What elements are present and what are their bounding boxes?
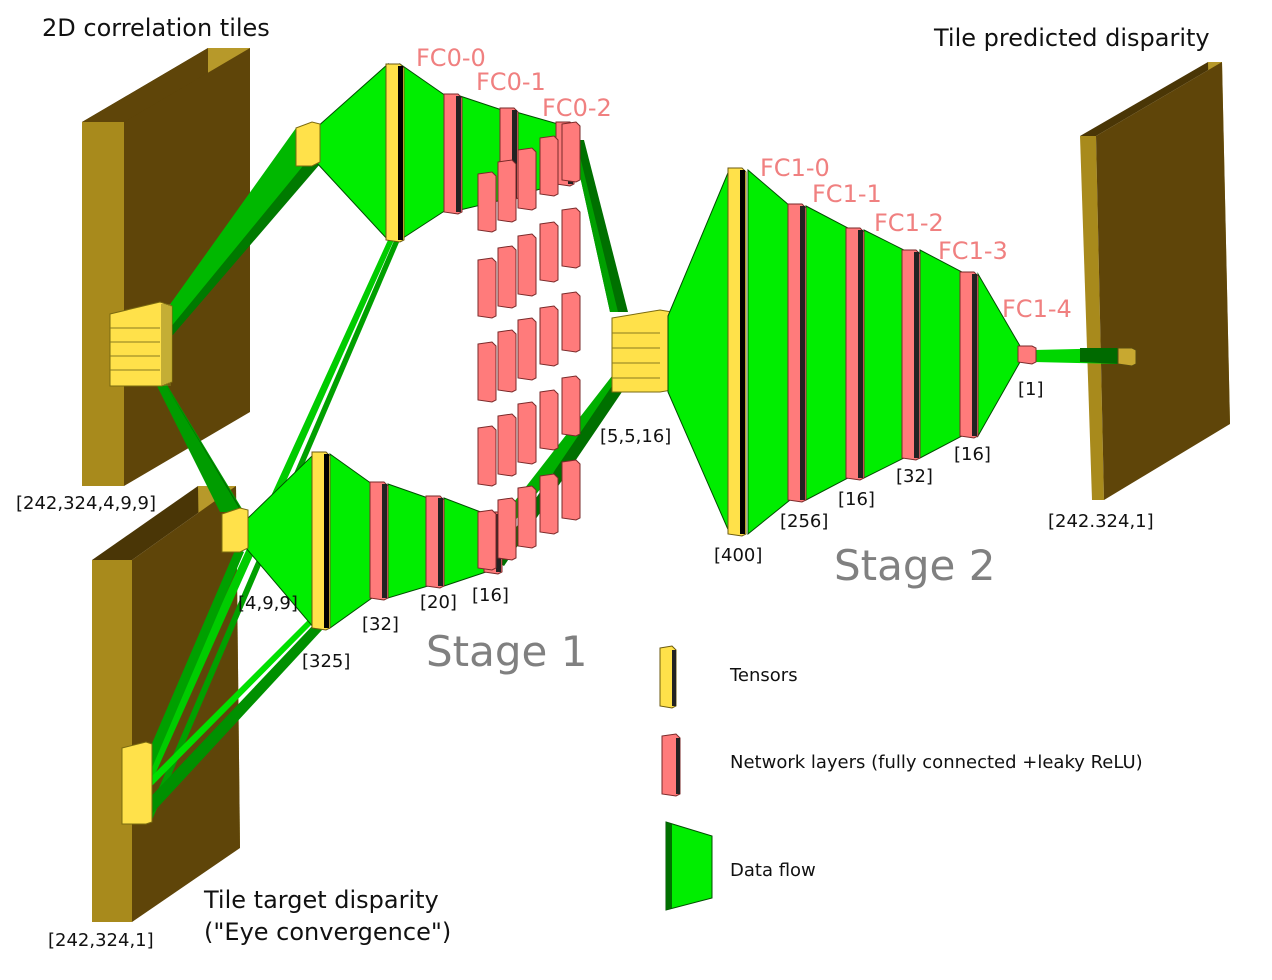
layer-fc1-3: FC1-3 [938, 237, 1008, 265]
dim-16-fc1-1: [16] [838, 489, 875, 510]
legend-tensors-label: Tensors [729, 665, 798, 686]
replicated-layer-block [497, 413, 517, 477]
replicated-layer-block [561, 459, 581, 521]
dim-20: [20] [420, 592, 457, 613]
replicated-layer-block [539, 473, 559, 535]
dim-tile: [4,9,9] [238, 593, 298, 614]
dim-pred: [242.324,1] [1048, 511, 1154, 532]
dim-target: [242,324,1] [48, 930, 154, 951]
corr-tile-tensor [109, 301, 173, 387]
stage2-input-tensor [611, 309, 673, 393]
replicated-layer-block [561, 207, 581, 269]
stage2-label: Stage 2 [834, 541, 995, 590]
replicated-layer-block [497, 497, 517, 561]
replicated-layer-block [539, 221, 559, 283]
dim-256: [256] [780, 511, 828, 532]
legend-flow-label: Data flow [730, 860, 816, 881]
replicated-layer-block [477, 171, 497, 233]
predicted-disparity-slab [1080, 62, 1230, 500]
replicated-layer-block [539, 135, 559, 197]
dim-325: [325] [302, 651, 350, 672]
dim-32-stage1: [32] [362, 614, 399, 635]
layer-fc1-4: FC1-4 [1002, 295, 1072, 323]
replicated-layer-block [477, 425, 497, 487]
replicated-layer-block [517, 401, 537, 465]
correlation-title: 2D correlation tiles [42, 14, 270, 42]
legend: Tensors Network layers (fully connected … [659, 645, 1143, 911]
replicated-layer-block [561, 121, 581, 183]
dim-stage2-input: [5,5,16] [600, 426, 671, 447]
dim-1: [1] [1018, 379, 1044, 400]
bottom-small-tensor [221, 507, 249, 553]
replicated-layer-block [561, 375, 581, 437]
target-tile-tensor [121, 741, 153, 825]
replicated-layer-block [517, 233, 537, 297]
replicated-layer-blocks [477, 121, 581, 571]
stage1-label: Stage 1 [426, 627, 587, 676]
replicated-layer-block [477, 509, 497, 571]
layer-fc1-1: FC1-1 [812, 180, 882, 208]
replicated-layer-block [561, 291, 581, 353]
target-title-line1: Tile target disparity [203, 886, 439, 914]
data-flow-beams [132, 128, 1120, 820]
replicated-layer-block [497, 159, 517, 223]
layer-fc0-0: FC0-0 [416, 44, 486, 72]
target-disparity-slab [92, 486, 240, 922]
layer-fc0-1: FC0-1 [476, 68, 546, 96]
stage2-chain [667, 167, 1137, 537]
predicted-title: Tile predicted disparity [933, 24, 1210, 52]
replicated-layer-block [517, 147, 537, 211]
target-title-line2: ("Eye convergence") [204, 918, 451, 946]
replicated-layer-block [517, 317, 537, 381]
layer-fc1-0: FC1-0 [760, 154, 830, 182]
replicated-layer-block [477, 257, 497, 319]
legend-flow-swatch [665, 821, 713, 911]
replicated-layer-block [539, 305, 559, 367]
dim-16-stage1: [16] [472, 585, 509, 606]
replicated-layer-block [497, 245, 517, 309]
dim-corr: [242,324,4,9,9] [16, 493, 156, 514]
dim-400: [400] [714, 545, 762, 566]
replicated-layer-block [477, 341, 497, 403]
dim-16-fc1-3: [16] [954, 444, 991, 465]
replicated-layer-block [517, 485, 537, 549]
top-small-tensor [295, 121, 321, 167]
replicated-layer-block [539, 389, 559, 451]
dim-32-stage2: [32] [896, 466, 933, 487]
replicated-layer-block [497, 329, 517, 393]
legend-layers-label: Network layers (fully connected +leaky R… [730, 752, 1143, 773]
layer-fc0-2: FC0-2 [542, 94, 612, 122]
layer-fc1-2: FC1-2 [874, 209, 944, 237]
